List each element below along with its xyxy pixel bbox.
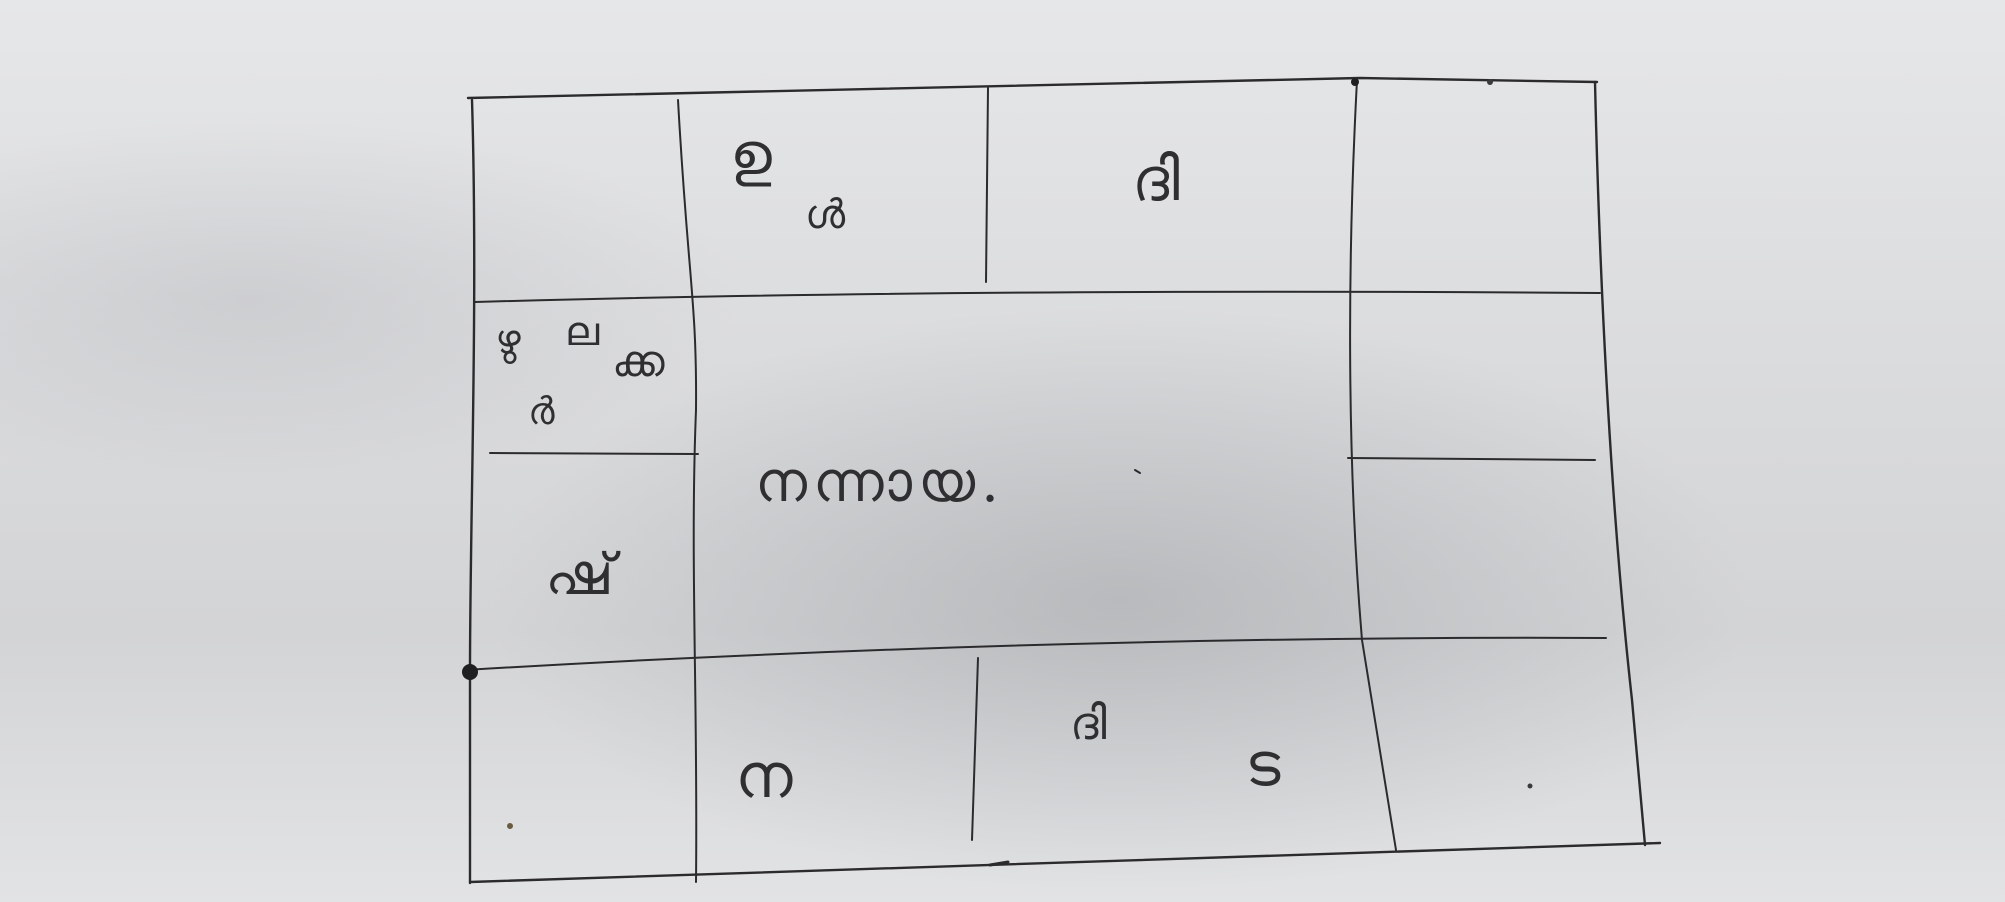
grid-outer-top [466, 76, 1599, 100]
cell-bottom-mid-right-b: ട [1245, 730, 1281, 800]
grid-outer-left [468, 98, 476, 885]
ink-dot [1487, 79, 1493, 85]
cell-center: നന്നായ. [755, 450, 1005, 515]
cell-top-mid-right: ദി [1132, 145, 1180, 215]
cell-left-upper-a: ഴു [495, 317, 521, 363]
grid-line-v2 [985, 87, 989, 283]
ink-dot [507, 823, 513, 829]
ink-dot [462, 664, 478, 680]
grid-outer-bottom [468, 841, 1662, 884]
grid-line-h2-right [1347, 457, 1596, 461]
ink-dot [1527, 783, 1533, 789]
grid-line-h1 [474, 290, 1601, 303]
grid-line-v1 [677, 99, 698, 883]
cell-top-mid-left-upper: ഉ [730, 120, 772, 188]
cell-top-mid-left-lower: ൾ [805, 192, 846, 238]
grid-line-h2-left [489, 452, 699, 455]
ink-mark [1134, 469, 1141, 474]
grid-line-v3 [1349, 79, 1397, 851]
ink-mark [988, 860, 1010, 867]
cell-bottom-mid-right-a: ദി [1070, 696, 1107, 750]
cell-left-upper-b: ല [565, 309, 600, 355]
cell-left-lower: ഷ് [545, 540, 614, 608]
cell-bottom-mid-left: ന [735, 739, 793, 812]
grid-line-h3 [464, 636, 1607, 671]
cell-left-upper-d: ർ [528, 389, 555, 433]
cell-left-upper-c: ക്ക [612, 336, 665, 387]
grid-line-v4 [971, 657, 979, 841]
ink-dot [1351, 78, 1359, 86]
grid-outer-right [1593, 80, 1647, 847]
